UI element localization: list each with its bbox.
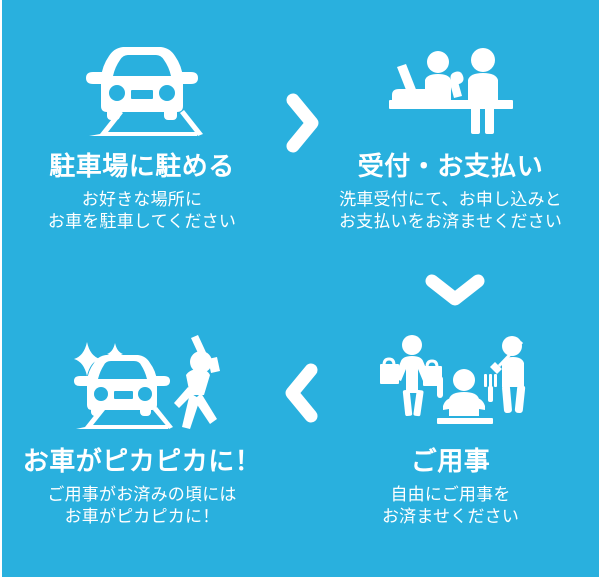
chevron-right-icon <box>284 92 320 154</box>
step-description-reception: 洗車受付にて、お申し込みと お支払いをお済ませください <box>338 189 563 232</box>
step-title-errand: ご用事 <box>410 446 491 476</box>
step-title-park: 駐車場に駐める <box>49 151 235 181</box>
step-title-reception: 受付・お支払い <box>357 151 544 181</box>
step-title-shine: お車がピカピカに！ <box>22 446 262 476</box>
reception-counter-icon <box>302 40 599 140</box>
sparkling-car-happy-person-icon <box>2 330 282 435</box>
car-front-parking-icon <box>2 40 282 140</box>
step-card-shine: お車がピカピカに！ ご用事がお済みの頃には お車がピカピカに！ <box>2 330 282 528</box>
step-description-park: お好きな場所に お車を駐車してください <box>47 189 237 232</box>
chevron-down-icon <box>424 272 486 308</box>
step-description-shine: ご用事がお済みの頃には お車がピカピカに！ <box>47 484 237 527</box>
errands-shopping-dining-golf-icon <box>302 330 599 435</box>
step-description-errand: 自由にご用事を お済ませください <box>381 484 520 527</box>
chevron-left-icon <box>284 362 320 424</box>
step-card-park: 駐車場に駐める お好きな場所に お車を駐車してください <box>2 40 282 233</box>
step-card-errand: ご用事 自由にご用事を お済ませください <box>302 330 599 528</box>
step-card-reception: 受付・お支払い 洗車受付にて、お申し込みと お支払いをお済ませください <box>302 40 599 233</box>
